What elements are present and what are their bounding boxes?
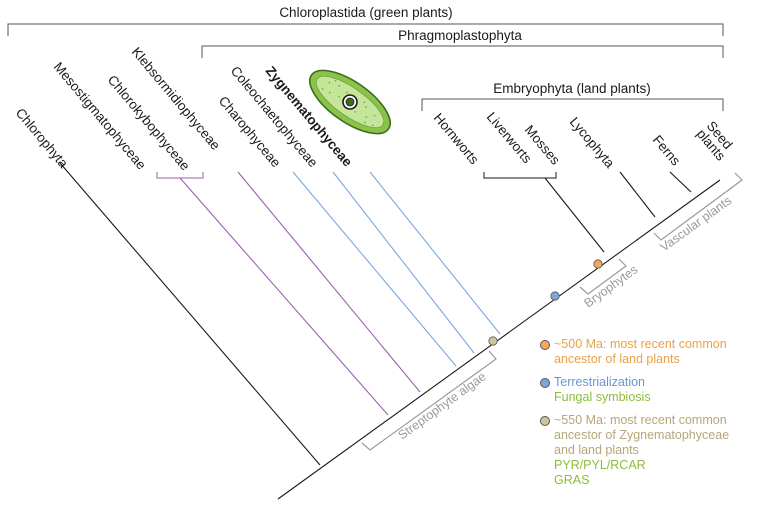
label-klebsormidiophyceae: Klebsormidiophyceae <box>129 44 223 153</box>
branch-coleochaetophyceae <box>332 171 475 354</box>
bryophytes-bracket: Bryophytes <box>579 258 641 310</box>
legend-text: Fungal symbiosis <box>554 390 651 404</box>
branch-zygnematophyceae <box>369 171 501 335</box>
legend-text: ~550 Ma: most recent common <box>554 413 727 427</box>
branch-klebsormidiophyceae <box>237 171 421 393</box>
legend-dot-icon <box>540 416 550 426</box>
chloroplastida-label: Chloroplastida (green plants) <box>279 5 452 20</box>
label-hornworts: Hornworts <box>431 110 482 167</box>
legend-text: GRAS <box>554 473 590 487</box>
streptophyte-algae-bracket: Streptophyte algae <box>361 350 497 451</box>
bryophyte-join <box>483 172 557 179</box>
legend-text: ancestor of Zygnematophyceae <box>554 428 730 442</box>
branch-lycophyta <box>619 171 656 218</box>
branch-charophyceae <box>292 171 457 367</box>
node-land-plants <box>593 259 603 269</box>
phragmoplastophyta-bracket: Phragmoplastophyta <box>201 28 724 58</box>
label-chlorokybophyceae: Chlorokybophyceae <box>105 72 193 173</box>
legend-text: ~500 Ma: most recent common <box>554 337 727 351</box>
legend-text: Terrestrialization <box>554 375 646 389</box>
label-lycophyta: Lycophyta <box>567 114 618 171</box>
legend-text: PYR/PYL/RCAR <box>554 458 646 472</box>
meso-chloroky-join <box>156 172 204 179</box>
label-ferns: Ferns <box>650 132 684 168</box>
vascular-plants-label: Vascular plants <box>658 193 735 254</box>
branch-meso-chloroky <box>179 177 389 416</box>
phragmoplastophyta-label: Phragmoplastophyta <box>398 28 522 43</box>
legend-text: ancestor of land plants <box>554 352 680 366</box>
bryophytes-label: Bryophytes <box>582 262 641 310</box>
vascular-plants-bracket: Vascular plants <box>653 172 743 254</box>
green-algal-cell-icon <box>309 69 391 135</box>
branch-bryophytes <box>544 177 605 253</box>
legend-dot-icon <box>540 340 550 350</box>
embryophyta-bracket: Embryophyta (land plants) <box>421 81 724 111</box>
label-chlorophyta: Chlorophyta <box>13 105 72 171</box>
tree-backbone <box>277 179 721 500</box>
node-zygnematophyceae-land-plants <box>488 336 498 346</box>
branch-chlorophyta <box>59 162 321 466</box>
embryophyta-label: Embryophyta (land plants) <box>493 81 651 96</box>
branch-ferns <box>669 171 692 193</box>
node-terrestrialization <box>550 291 560 301</box>
legend-text: and land plants <box>554 443 639 457</box>
legend-dot-icon <box>540 378 550 388</box>
chloroplastida-bracket: Chloroplastida (green plants) <box>7 5 724 36</box>
